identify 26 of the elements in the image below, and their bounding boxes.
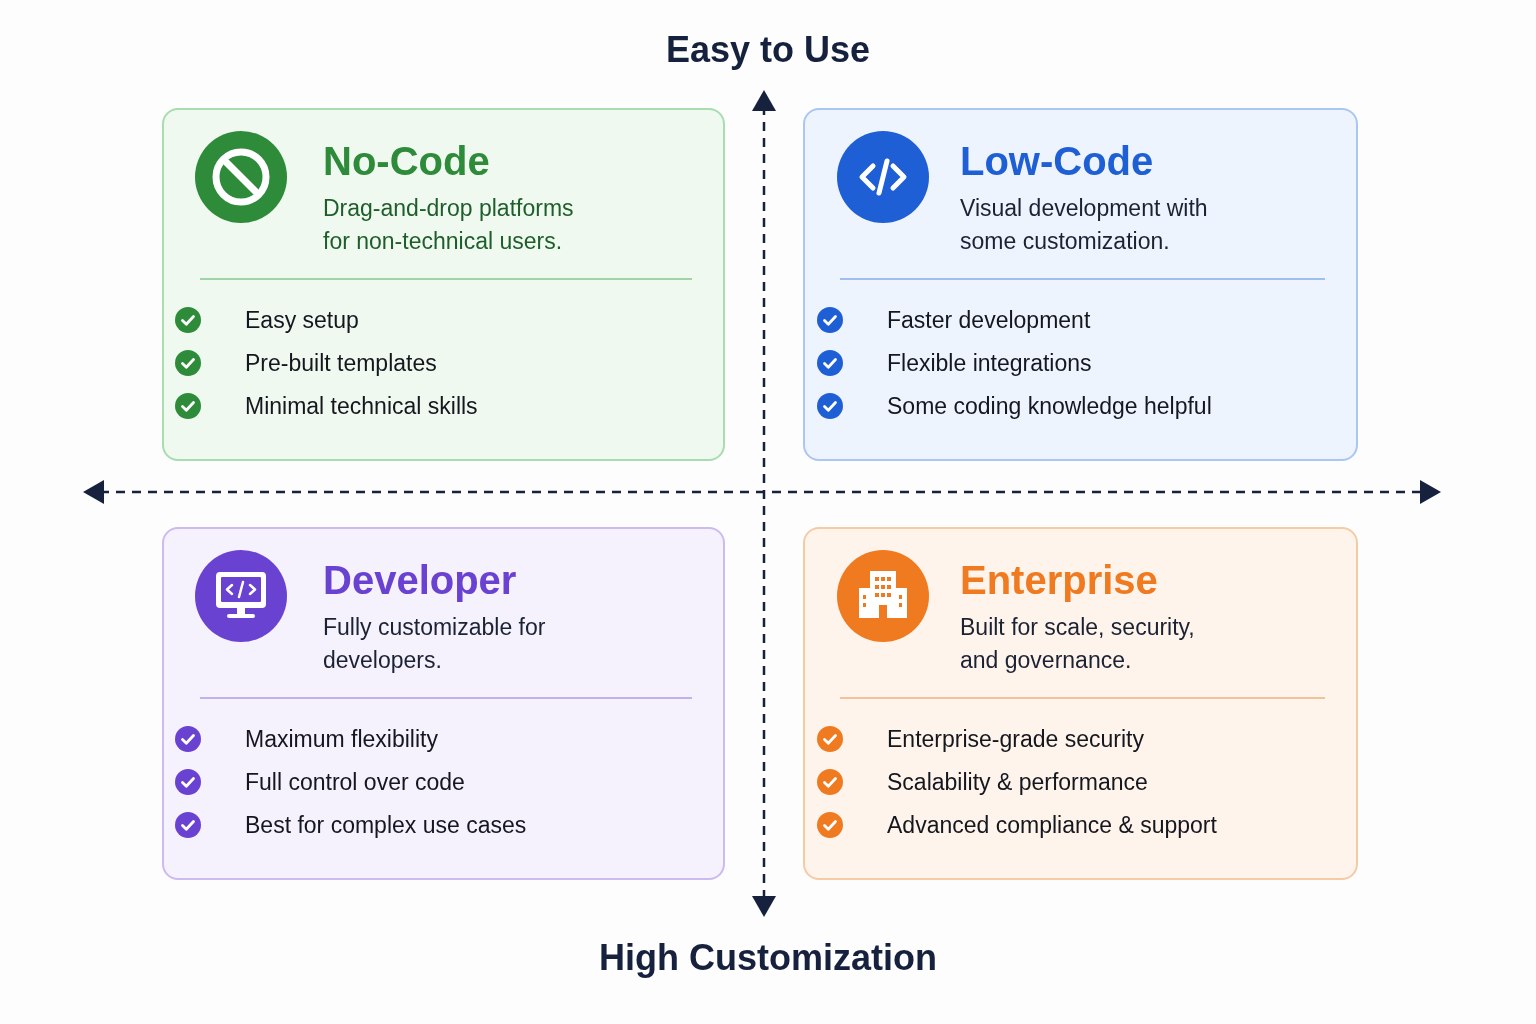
card-description: Fully customizable for developers.: [323, 613, 547, 675]
quadrant-card: [162, 108, 725, 461]
quadrant-card: [162, 527, 725, 880]
card-title: No-Code: [323, 138, 490, 184]
quadrant-card: [803, 527, 1358, 880]
list-item: Faster development: [887, 306, 1091, 335]
card-description: Visual development with some customization.: [960, 194, 1209, 256]
list-item: Flexible integrations: [887, 349, 1092, 378]
axis-label: High Customization: [599, 937, 937, 979]
card-title: Low-Code: [960, 138, 1154, 184]
list-item: Minimal technical skills: [245, 392, 478, 421]
quadrant-card: [803, 108, 1358, 461]
card-title: Enterprise: [960, 557, 1158, 603]
list-item: Best for complex use cases: [245, 811, 527, 840]
list-item: Full control over code: [245, 768, 465, 797]
list-item: Some coding knowledge helpful: [887, 392, 1212, 421]
list-item: Advanced compliance & support: [887, 811, 1217, 840]
list-item: Easy setup: [245, 306, 359, 335]
list-item: Pre-built templates: [245, 349, 437, 378]
axis-label: Easy to Use: [665, 29, 871, 71]
card-description: Drag-and-drop platforms for non-technical users.: [323, 194, 575, 256]
list-item: Maximum flexibility: [245, 725, 438, 754]
card-title: Developer: [323, 557, 517, 603]
list-item: Enterprise-grade security: [887, 725, 1144, 754]
list-item: Scalability & performance: [887, 768, 1148, 797]
card-description: Built for scale, security, and governance.: [960, 613, 1196, 675]
